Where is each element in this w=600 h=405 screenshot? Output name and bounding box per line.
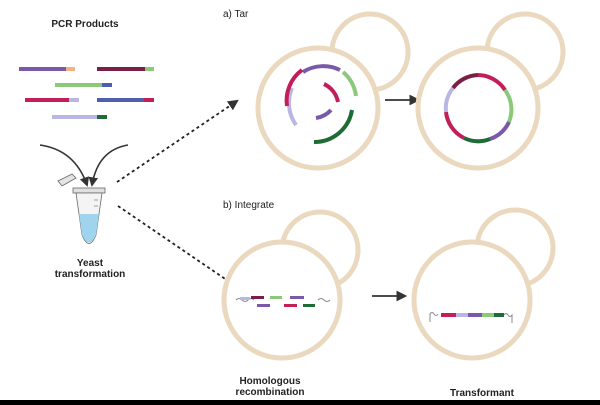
integration-fragments (235, 296, 331, 307)
dotted-arrow-to-integrate (117, 205, 239, 289)
circular-plasmid (443, 73, 514, 144)
yeast-cell-integrate-after (411, 207, 556, 361)
fragment-4b (69, 98, 79, 102)
homologous-recombination-label: Homologous recombination (222, 376, 318, 398)
yeast-cell-tar-after (415, 11, 566, 171)
fragment-6b (97, 115, 107, 119)
microcentrifuge-tube-icon (57, 173, 106, 244)
yeast-label-line2: transformation (54, 269, 126, 280)
tar-fragments-unjoined (284, 64, 358, 145)
fragment-5a (97, 98, 144, 102)
fragment-2a (97, 67, 145, 71)
homologous-label-line2: recombination (235, 387, 305, 398)
fragment-6a (52, 115, 97, 119)
section-a-label: a) Tar (223, 9, 249, 20)
transformant-label: Transformant (450, 388, 514, 399)
fragment-4a (25, 98, 69, 102)
curved-arrow-right (88, 144, 129, 187)
yeast-transformation-label: Yeast transformation (45, 258, 135, 280)
fragment-3b (102, 83, 112, 87)
yeast-cell-integrate-before (221, 209, 361, 361)
pcr-fragments (19, 67, 154, 119)
fragment-5b (144, 98, 154, 102)
fragment-3a (55, 83, 102, 87)
fragment-1b (66, 67, 75, 71)
homologous-label-line1: Homologous (239, 376, 301, 387)
fragment-2b (145, 67, 154, 71)
yeast-label-line1: Yeast (76, 258, 104, 269)
integrated-construct (429, 312, 513, 323)
pcr-products-title: PCR Products (51, 19, 119, 30)
fragment-1a (19, 67, 66, 71)
dotted-arrow-to-tar (116, 99, 239, 183)
curved-arrow-left (39, 144, 90, 187)
section-b-label: b) Integrate (223, 200, 275, 211)
